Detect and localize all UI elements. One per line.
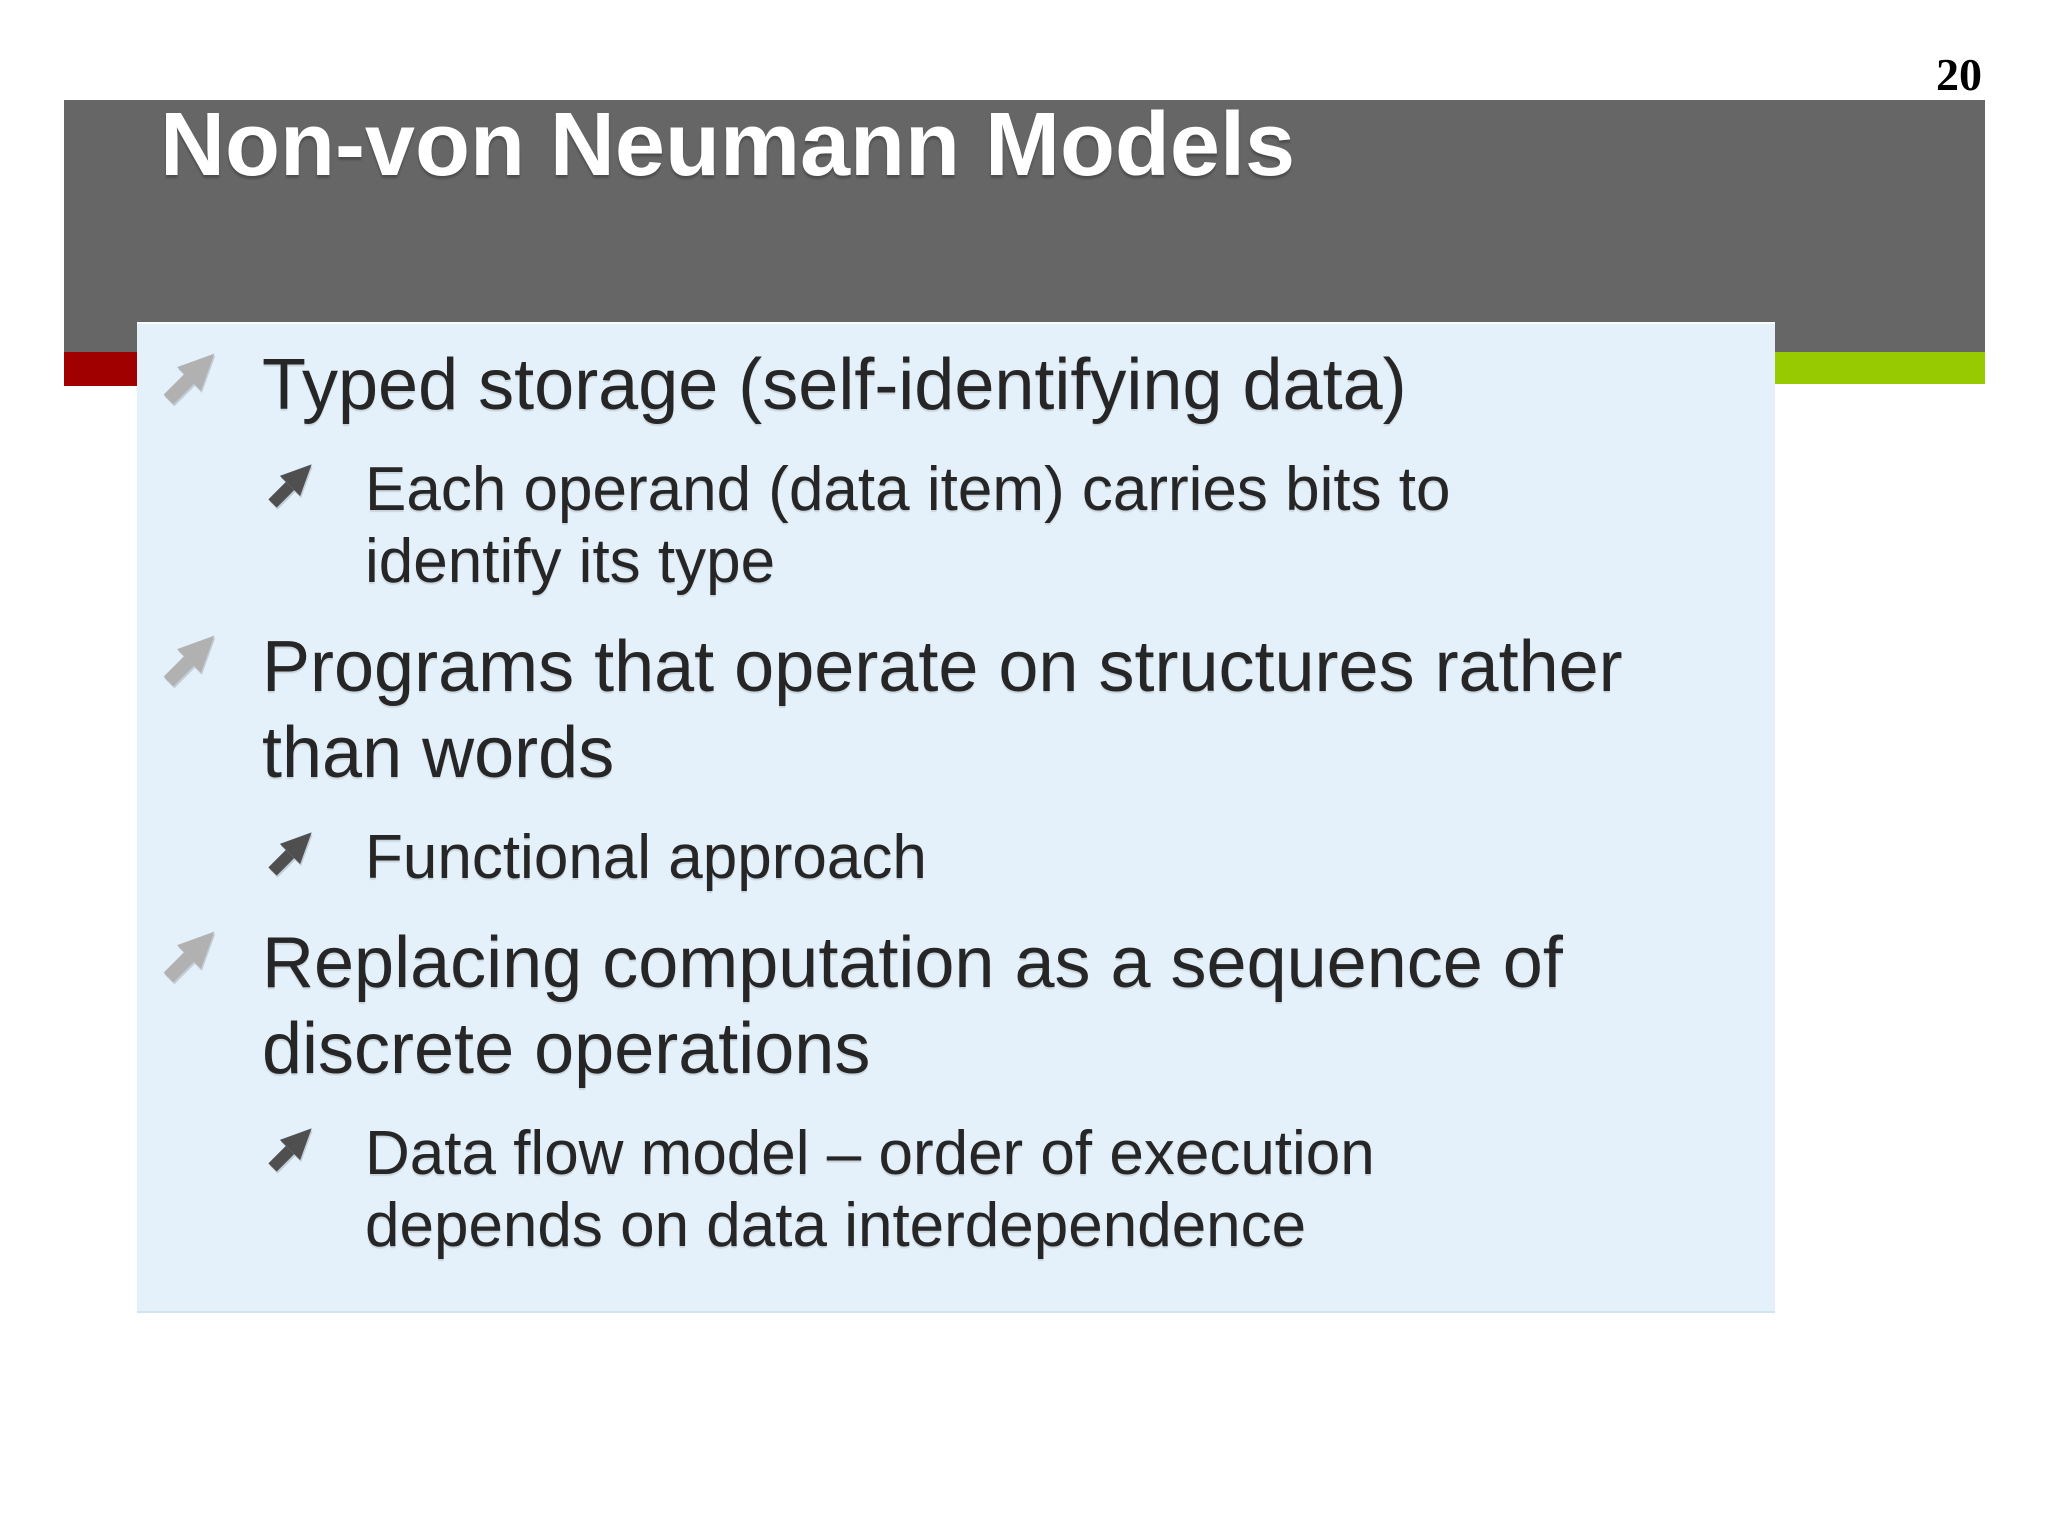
bullet-text: Data flow model – order of execution dep… — [365, 1119, 1375, 1260]
content-panel: Typed storage (self-identifying data) Ea… — [137, 322, 1775, 1313]
bullet-item: Replacing computation as a sequence of d… — [137, 920, 1775, 1092]
bullet-text: Each operand (data item) carries bits to… — [365, 455, 1451, 596]
ne-arrow-icon — [267, 1127, 313, 1173]
green-accent-bar — [1775, 352, 1985, 384]
red-accent-bar — [64, 352, 137, 386]
page-number: 20 — [1936, 49, 1982, 100]
ne-arrow-icon — [267, 463, 313, 509]
bullet-text: Programs that operate on structures rath… — [262, 627, 1623, 793]
slide-title: Non-von Neumann Models — [160, 95, 1296, 195]
title-bar: Non-von Neumann Models — [64, 100, 1985, 352]
bullet-text: Replacing computation as a sequence of d… — [262, 923, 1563, 1089]
bullet-text: Typed storage (self-identifying data) — [262, 345, 1407, 425]
ne-arrow-icon — [162, 634, 216, 688]
bullet-item: Data flow model – order of execution dep… — [137, 1118, 1775, 1262]
bullet-item: Typed storage (self-identifying data) — [137, 342, 1775, 428]
bullet-item: Each operand (data item) carries bits to… — [137, 454, 1775, 598]
ne-arrow-icon — [267, 831, 313, 877]
ne-arrow-icon — [162, 930, 216, 984]
ne-arrow-icon — [162, 352, 216, 406]
bullet-text: Functional approach — [365, 823, 927, 892]
bullet-item: Programs that operate on structures rath… — [137, 624, 1775, 796]
bullet-item: Functional approach — [137, 822, 1775, 894]
